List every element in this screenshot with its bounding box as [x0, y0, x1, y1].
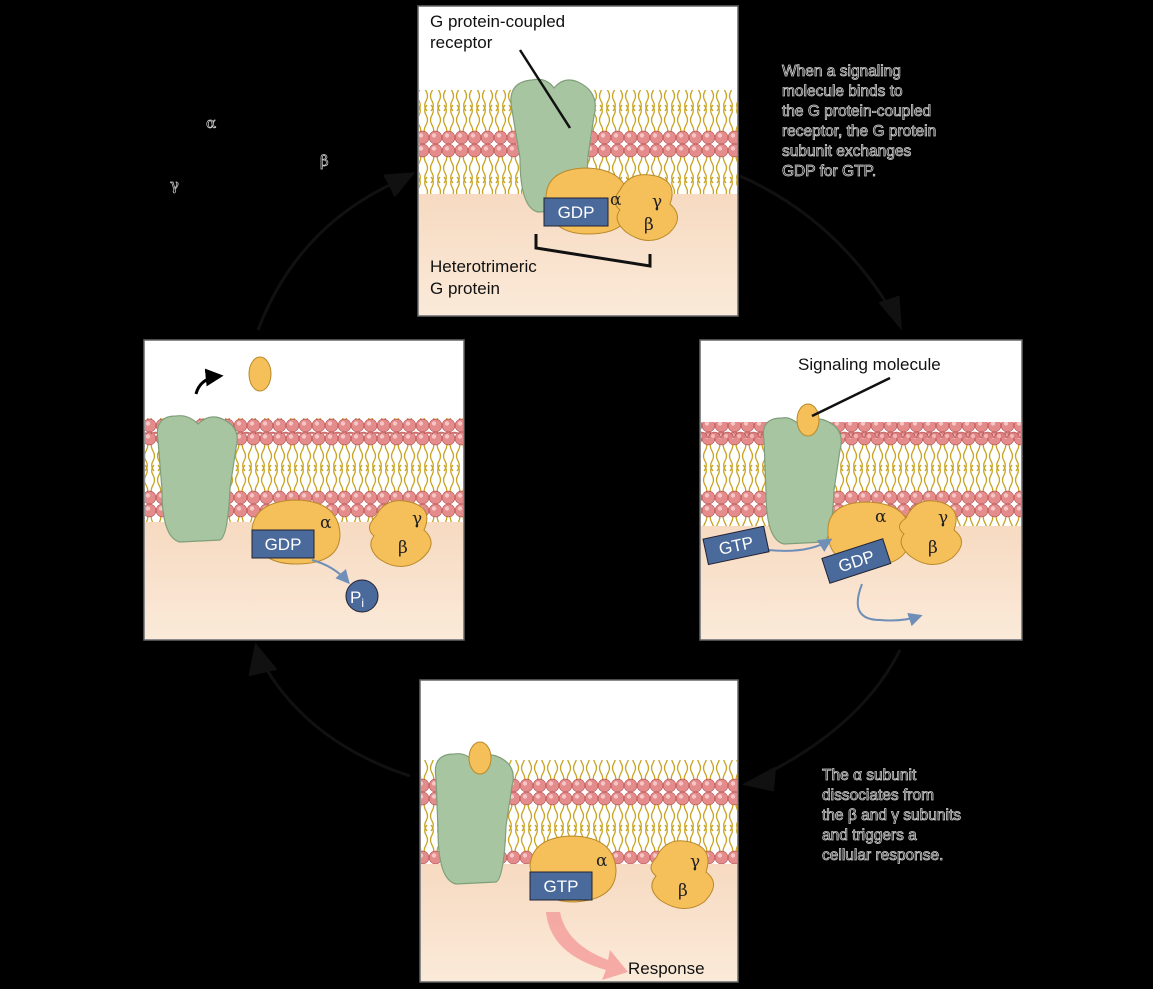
alpha-label: α	[610, 190, 622, 210]
gamma-label: γ	[690, 852, 700, 872]
step-text-line: and triggers a	[822, 827, 917, 844]
step-text-top-left: α β γ	[170, 114, 329, 194]
step-text-line: The α subunit	[822, 767, 917, 784]
step-text-line: receptor, the G protein	[782, 123, 936, 140]
response-label: Response	[628, 959, 705, 978]
gamma-label: γ	[652, 192, 662, 212]
step-text-line: cellular response.	[822, 847, 943, 864]
step-text-top-right: When a signaling molecule binds to the G…	[782, 63, 936, 180]
step-text-line: GDP for GTP.	[782, 163, 876, 180]
signaling-molecule	[469, 742, 491, 774]
arrow-bottom-to-left	[256, 650, 410, 776]
arrowhead-left	[250, 646, 276, 676]
gpcr-receptor	[435, 754, 513, 884]
beta-label: β	[678, 881, 688, 901]
gprotein-label-line1: Heterotrimeric	[430, 257, 537, 276]
step-text-line: dissociates from	[822, 787, 934, 804]
receptor-label-line2: receptor	[430, 33, 493, 52]
step-text-bottom-right: The α subunit dissociates from the β and…	[822, 767, 961, 864]
lipid-heads-back	[701, 422, 1021, 438]
arrow-left-to-top	[258, 176, 410, 330]
released-signaling-molecule	[249, 357, 271, 391]
arrowhead-right	[880, 296, 900, 326]
alpha-label: α	[875, 507, 887, 527]
step-text-symbol: γ	[170, 176, 179, 194]
gamma-label: γ	[412, 509, 422, 529]
gpcr-receptor	[157, 416, 237, 542]
gtp-label: GTP	[544, 877, 579, 896]
panel-inactive-receptor: G protein-coupled receptor GDP α γ β Het…	[418, 6, 738, 316]
gprotein-label-line2: G protein	[430, 279, 500, 298]
step-text-line: molecule binds to	[782, 83, 903, 100]
step-text-line: the β and γ subunits	[822, 807, 961, 824]
beta-label: β	[398, 538, 408, 558]
panel-gtp-hydrolysis: GDP α γ β Pi	[144, 340, 464, 640]
arrow-top-to-right	[740, 176, 898, 322]
alpha-label: α	[320, 513, 332, 533]
gdp-label: GDP	[265, 535, 302, 554]
beta-label: β	[644, 215, 654, 235]
panel-cellular-response: GTP α γ β Response	[420, 680, 738, 982]
receptor-label-line1: G protein-coupled	[430, 12, 565, 31]
step-text-symbol: α	[206, 114, 216, 132]
step-text-symbol: β	[320, 152, 329, 170]
step-text-line: the G protein-coupled	[782, 103, 931, 120]
gdp-label: GDP	[558, 203, 595, 222]
step-text-line: subunit exchanges	[782, 143, 912, 160]
panel-ligand-binding: Signaling molecule α γ β GTP GDP	[700, 340, 1022, 640]
beta-label: β	[928, 538, 938, 558]
signaling-molecule	[797, 404, 819, 436]
arrow-right-to-bottom	[750, 650, 900, 782]
step-text-line: When a signaling	[782, 63, 901, 80]
gamma-label: γ	[938, 508, 948, 528]
alpha-label: α	[596, 851, 608, 871]
arrowhead-bottom	[746, 768, 776, 790]
signal-label: Signaling molecule	[798, 355, 941, 374]
